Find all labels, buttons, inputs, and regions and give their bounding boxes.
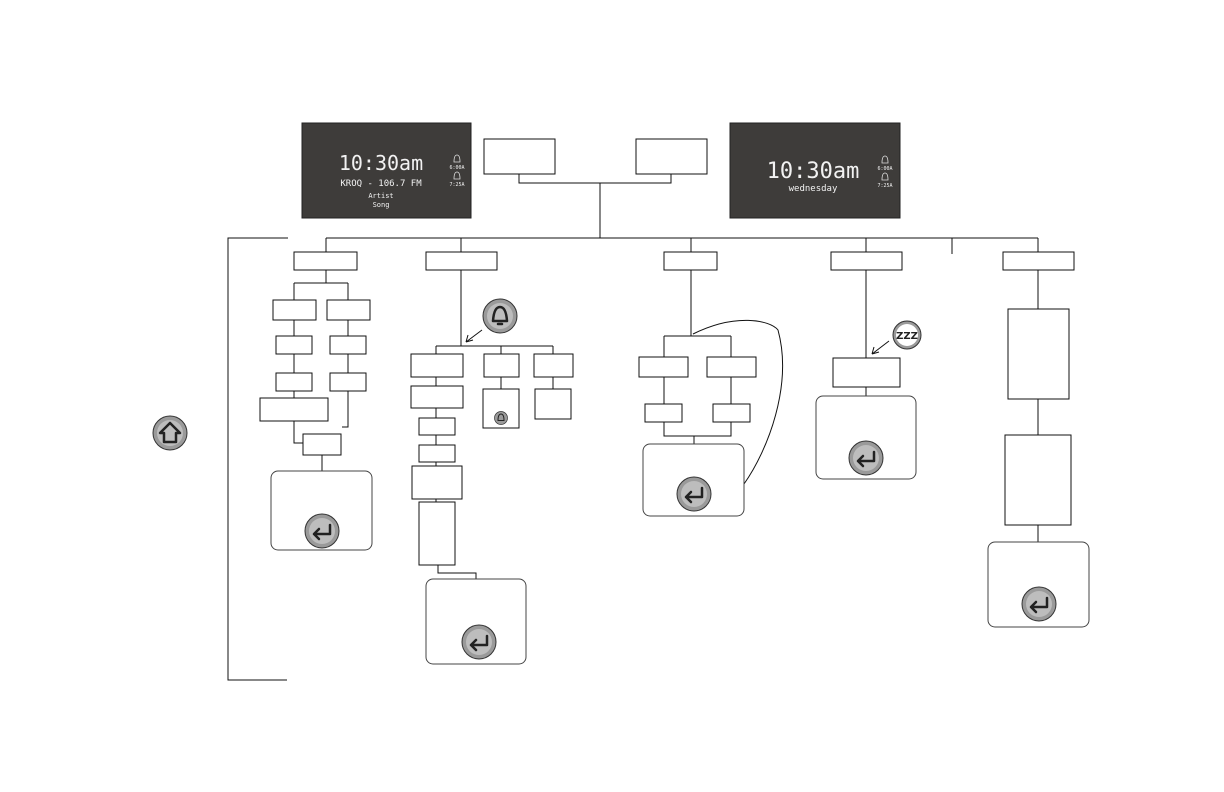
menu-item-box[interactable] <box>712 403 751 423</box>
menu-item-box[interactable] <box>410 353 464 378</box>
connector-line <box>293 270 349 300</box>
return-bracket <box>227 237 288 681</box>
menu-item-box[interactable] <box>410 385 464 409</box>
menu-item-box[interactable] <box>418 501 456 566</box>
menu-item-box[interactable] <box>638 356 689 378</box>
menu-item-box[interactable] <box>483 353 520 378</box>
menu-item-box[interactable] <box>302 433 342 456</box>
menu-item-box[interactable] <box>329 335 367 355</box>
menu-column-5 <box>987 251 1090 628</box>
menu-item-box[interactable] <box>275 372 313 392</box>
alarm-bell-small-icon <box>881 172 889 181</box>
screen-station: KROQ - 106.7 FM <box>340 179 422 189</box>
alarm-bell-small-icon <box>881 155 889 164</box>
menu-item-box[interactable] <box>329 372 367 392</box>
alarm-bell-small-icon <box>453 154 461 163</box>
connector-line <box>663 422 732 444</box>
connector-line <box>293 320 349 336</box>
connector-line <box>435 270 554 354</box>
menu-item-box[interactable] <box>259 397 329 422</box>
loop-back-curve <box>692 319 783 485</box>
pointer-arrow <box>465 329 483 343</box>
menu-item-box[interactable] <box>418 417 456 436</box>
enter-icon[interactable] <box>1020 585 1058 623</box>
menu-item-box[interactable] <box>1007 308 1070 400</box>
screen-alarm1: 6:00A <box>877 166 892 172</box>
menu-item-box[interactable] <box>533 353 574 378</box>
pointer-arrow <box>871 340 890 355</box>
menu-item-box[interactable] <box>534 388 572 420</box>
connector-line <box>518 174 672 238</box>
menu-item-box[interactable] <box>830 251 903 271</box>
bell-icon <box>482 298 518 334</box>
mode-box <box>483 138 556 175</box>
menu-column-1 <box>259 251 373 551</box>
connector-line <box>663 270 732 357</box>
screen-time: 10:30am <box>339 151 423 175</box>
enter-icon[interactable] <box>847 439 885 477</box>
screen-alarm2: 7:25A <box>449 182 464 188</box>
enter-icon[interactable] <box>675 475 713 513</box>
alarm-bell-small-icon <box>453 171 461 180</box>
connector-line <box>435 377 554 389</box>
menu-item-box[interactable] <box>663 251 718 271</box>
zzz-icon: ZZZ <box>892 320 922 350</box>
menu-item-box[interactable] <box>425 251 498 271</box>
screen-alarm2: 7:25A <box>877 183 892 189</box>
screen-artist: Artist <box>368 192 393 200</box>
main-menu-bus <box>325 237 1039 254</box>
confirm-panel <box>987 541 1090 628</box>
screen-time: 10:30am <box>767 159 860 184</box>
connector-line <box>293 354 349 373</box>
menu-item-box[interactable] <box>644 403 683 423</box>
menu-item-box[interactable] <box>706 356 757 378</box>
clock-display-screen: 10:30am wednesday 6:00A 7:25A <box>729 122 901 219</box>
connector-line <box>293 421 303 444</box>
menu-column-4-snooze: ZZZ <box>815 251 922 480</box>
mode-box <box>635 138 708 175</box>
menu-item-box[interactable] <box>1004 434 1072 526</box>
zzz-label: ZZZ <box>896 331 918 342</box>
screen-day: wednesday <box>789 184 838 194</box>
confirm-panel <box>270 470 373 551</box>
menu-item-box[interactable] <box>275 335 313 355</box>
connector-line <box>663 377 732 404</box>
menu-item-box[interactable] <box>832 357 901 388</box>
menu-item-box[interactable] <box>272 299 317 321</box>
menu-item-box[interactable] <box>1002 251 1075 271</box>
confirm-panel <box>815 395 917 480</box>
screen-alarm1: 6:00A <box>449 165 464 171</box>
menu-column-3 <box>638 251 783 517</box>
connector-line <box>293 391 349 428</box>
enter-icon[interactable] <box>303 512 341 550</box>
menu-item-box[interactable] <box>293 251 358 271</box>
menu-item-box[interactable] <box>418 444 456 463</box>
home-icon[interactable] <box>152 415 188 451</box>
confirm-panel <box>425 578 527 665</box>
enter-icon[interactable] <box>460 623 498 661</box>
menu-column-2-alarm <box>410 251 574 665</box>
menu-item-box[interactable] <box>411 465 463 500</box>
radio-display-screen: 10:30am KROQ - 106.7 FM Artist Song 6:00… <box>301 122 472 219</box>
connector-line <box>437 565 477 579</box>
menu-item-box[interactable] <box>326 299 371 321</box>
alarm-on-icon <box>494 411 508 425</box>
screen-song: Song <box>373 201 390 209</box>
